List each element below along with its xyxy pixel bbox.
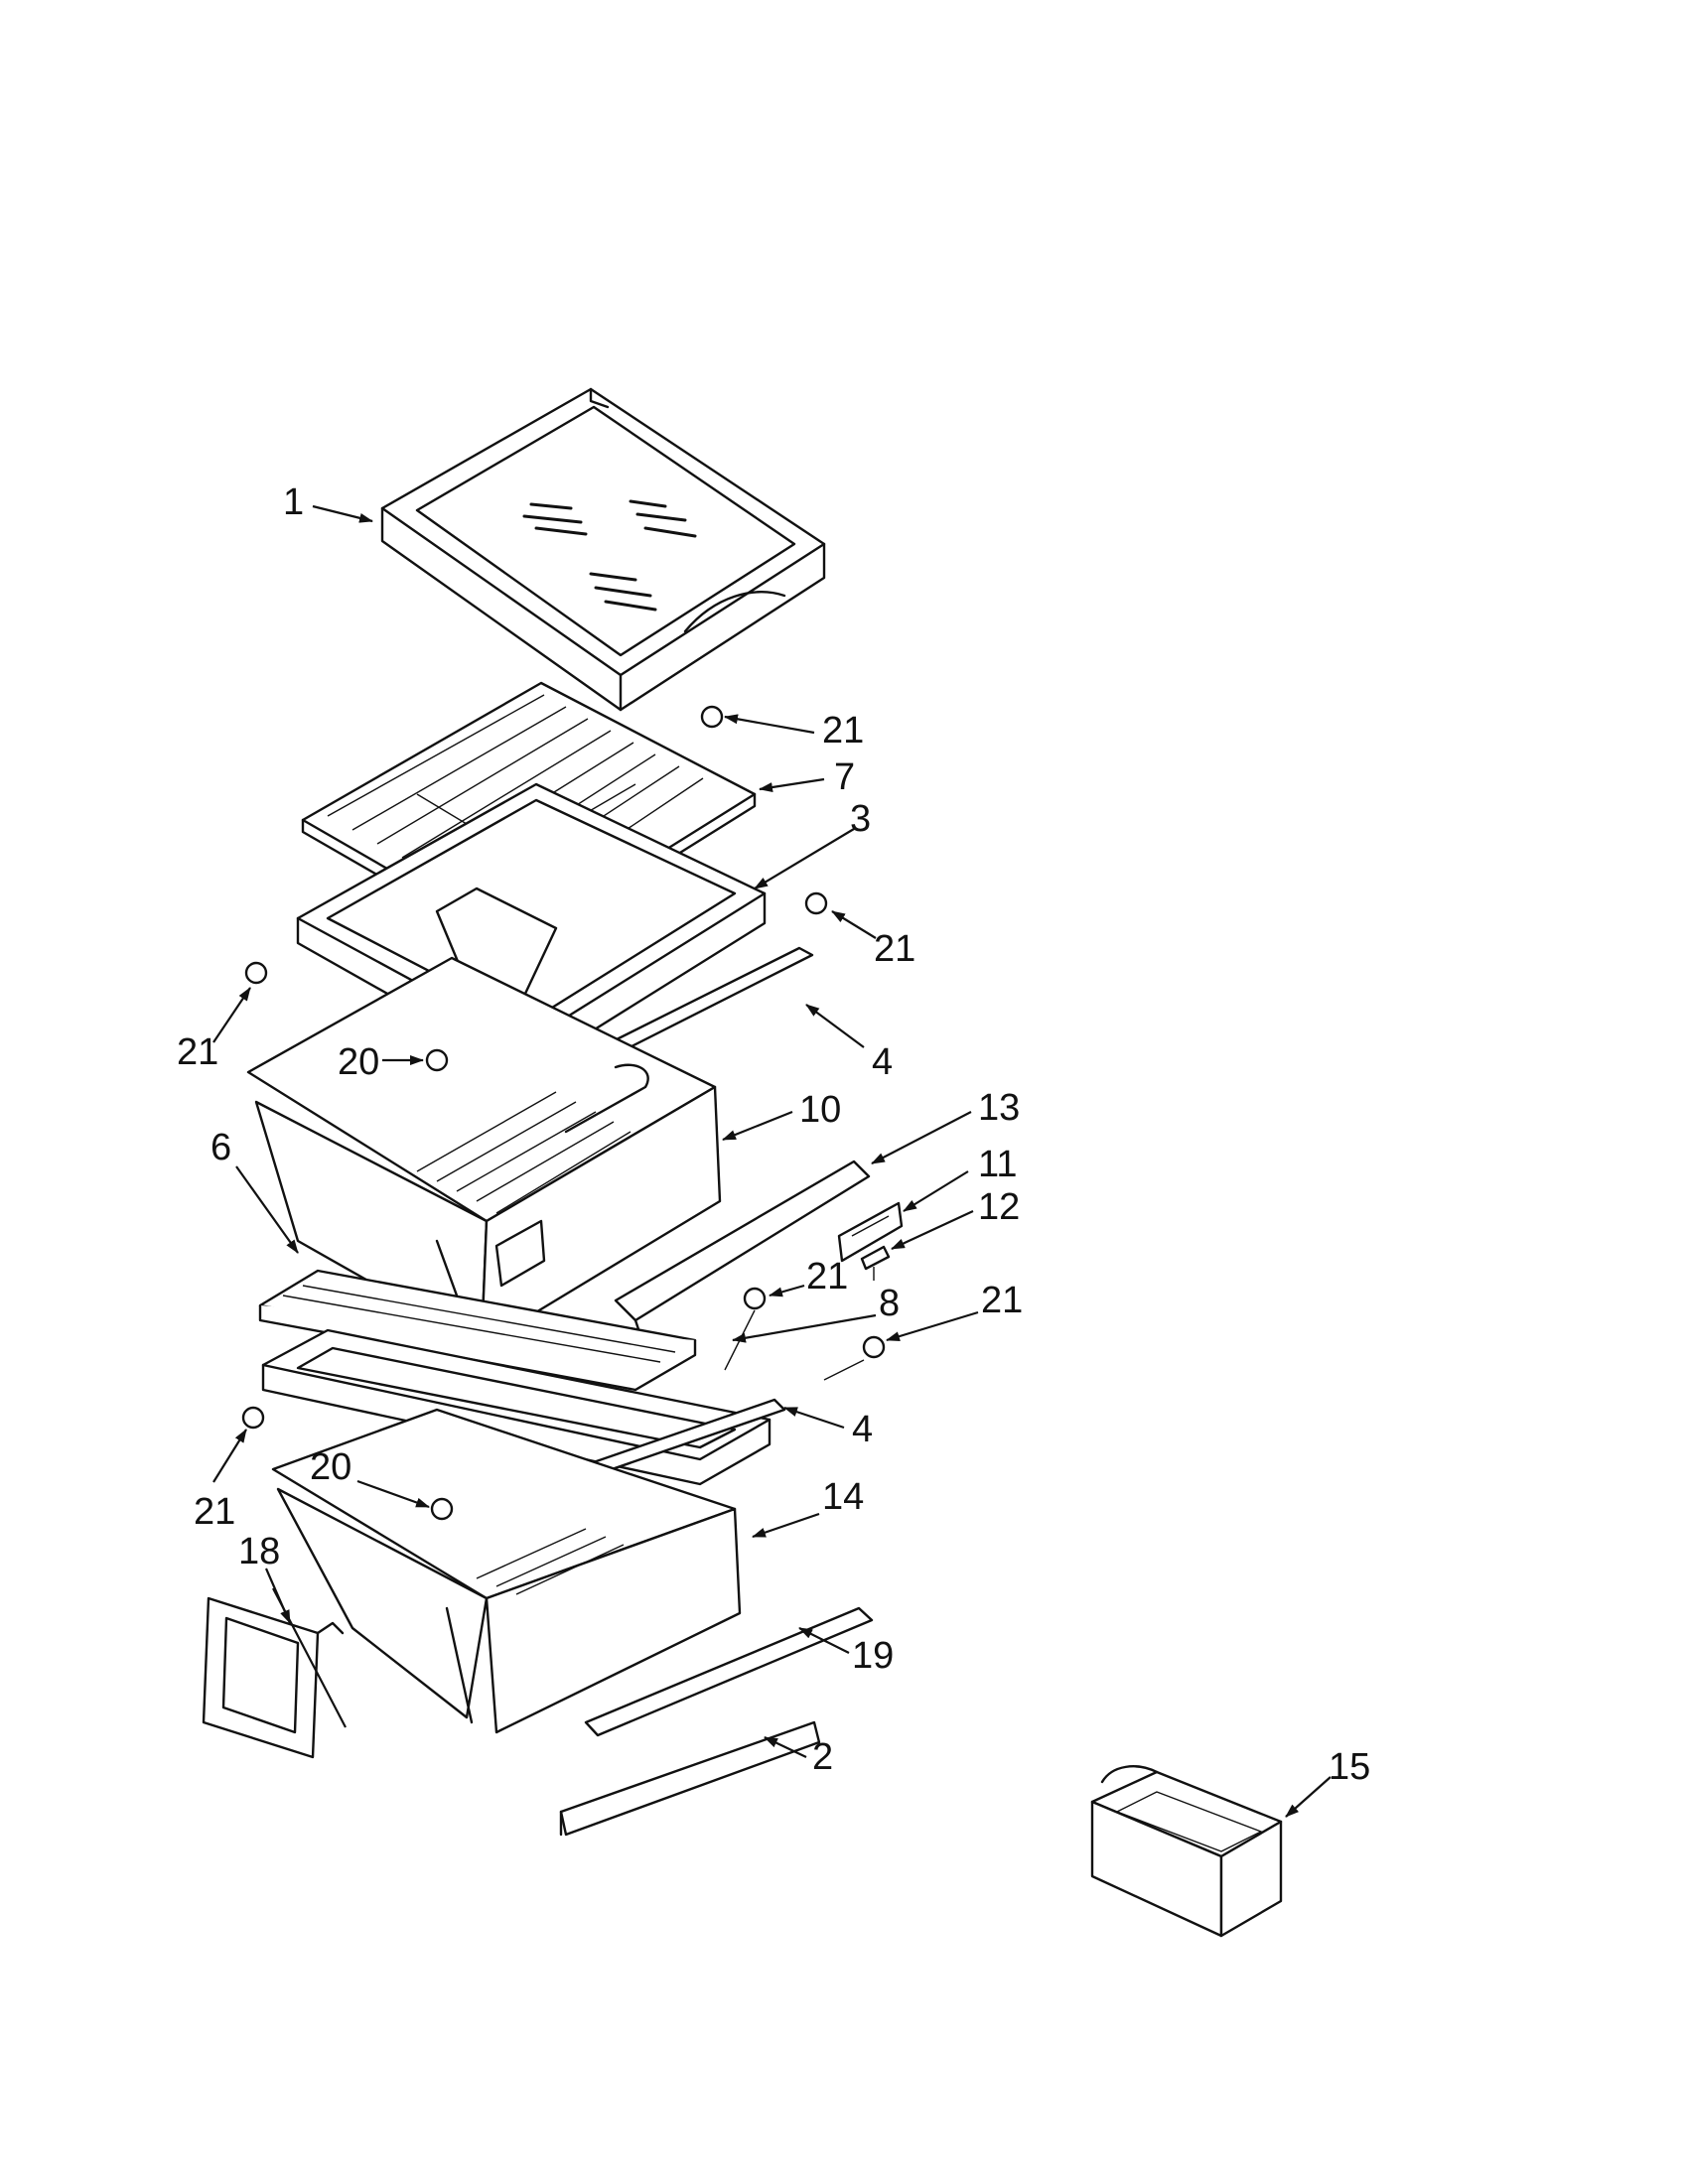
glass-shelf-part-1: [380, 387, 826, 712]
callout-19: 19: [852, 1635, 894, 1677]
rail-part-19: [584, 1606, 874, 1737]
crisper-drawer-part-10: [246, 956, 722, 1352]
callout-21: 21: [874, 928, 915, 970]
bin-part-15: [1090, 1765, 1283, 1938]
callout-21: 21: [194, 1491, 235, 1533]
callout-4: 4: [872, 1041, 893, 1083]
callout-4: 4: [852, 1409, 873, 1450]
callout-21: 21: [806, 1256, 848, 1297]
callout-13: 13: [978, 1087, 1020, 1129]
slide-part-11: [837, 1201, 904, 1263]
screw-part-21-e: [862, 1335, 886, 1359]
callout-21: 21: [822, 710, 864, 751]
screw-part-20-a: [425, 1048, 449, 1072]
callout-21: 21: [177, 1031, 218, 1073]
screw-part-21-b: [804, 891, 828, 915]
callout-8: 8: [879, 1283, 900, 1324]
callout-2: 2: [812, 1736, 833, 1778]
rail-part-2: [559, 1720, 821, 1837]
clip-part-12: [860, 1245, 891, 1281]
callout-6: 6: [210, 1127, 231, 1168]
callout-3: 3: [850, 798, 871, 840]
label-holder-part-18: [202, 1596, 345, 1759]
fastener-group: [241, 705, 886, 1521]
callout-7: 7: [834, 756, 855, 798]
callout-14: 14: [822, 1476, 864, 1518]
screw-part-21-c: [244, 961, 268, 985]
crisper-drawer-part-14: [271, 1408, 742, 1734]
screw-part-21-d: [743, 1287, 767, 1310]
callout-10: 10: [799, 1089, 841, 1131]
callout-21: 21: [981, 1280, 1023, 1321]
crisper-frame-part-8: [261, 1328, 772, 1486]
callout-20: 20: [310, 1446, 351, 1488]
callout-18: 18: [238, 1531, 280, 1572]
crisper-cover-part-6: [258, 1269, 697, 1392]
callout-labels: 1 21 7 3 21 21 4 20 10 13 6 11 12 21 8 2…: [177, 481, 1370, 1788]
callout-11: 11: [978, 1144, 1017, 1185]
screw-part-20-b: [430, 1497, 454, 1521]
screw-part-21-f: [241, 1406, 265, 1430]
screw-part-21-a: [700, 705, 724, 729]
leader-lines: [212, 504, 1332, 1818]
callout-12: 12: [978, 1186, 1020, 1228]
callout-20: 20: [338, 1041, 379, 1083]
callout-1: 1: [283, 481, 304, 523]
callout-15: 15: [1329, 1746, 1370, 1788]
